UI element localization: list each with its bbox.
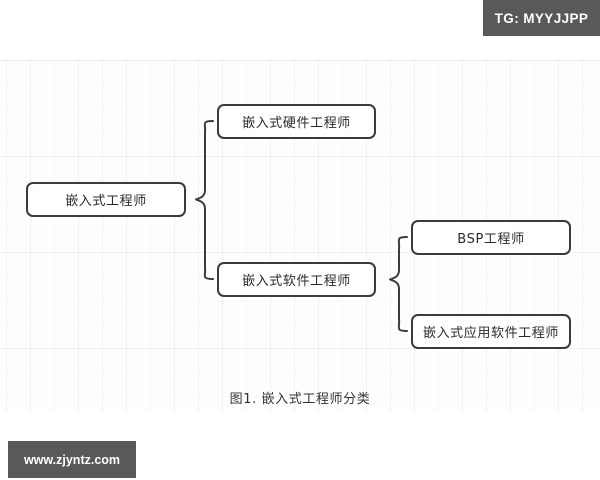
- node-label-bsp-engineer: BSP工程师: [457, 232, 525, 247]
- node-label-embedded-hardware-engineer: 嵌入式硬件工程师: [242, 116, 351, 131]
- node-label-embedded-engineer: 嵌入式工程师: [65, 194, 147, 209]
- node-box-embedded-software-engineer[interactable]: [217, 262, 376, 297]
- node-label-embedded-application-software-engineer: 嵌入式应用软件工程师: [422, 326, 559, 341]
- site-watermark-badge: www.zjyntz.com: [8, 441, 136, 478]
- brace-connector-software: [389, 236, 408, 332]
- brace-connector-root: [195, 120, 214, 280]
- node-box-embedded-engineer[interactable]: [26, 182, 186, 217]
- node-label-embedded-software-engineer: 嵌入式软件工程师: [242, 274, 351, 289]
- node-box-embedded-application-software-engineer[interactable]: [411, 314, 571, 349]
- telegram-handle-badge: TG: MYYJJPP: [483, 0, 600, 36]
- node-box-bsp-engineer[interactable]: [411, 220, 571, 255]
- figure-caption: 图1. 嵌入式工程师分类: [229, 392, 371, 407]
- node-box-embedded-hardware-engineer[interactable]: [217, 104, 376, 139]
